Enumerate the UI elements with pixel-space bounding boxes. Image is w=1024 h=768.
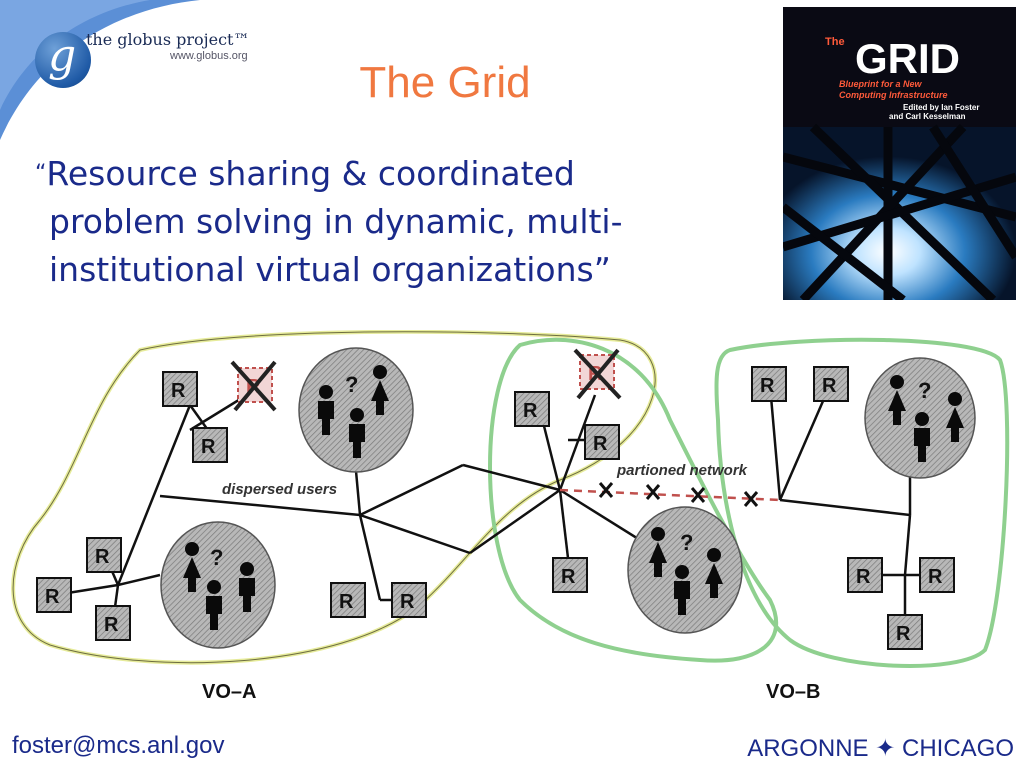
globus-logo: g the globus project™ www.globus.org <box>30 28 270 98</box>
resource-node: R <box>86 537 122 573</box>
book-subtitle-2: Computing Infrastructure <box>839 90 948 100</box>
resource-node: R <box>584 424 620 460</box>
user-group-3: ? <box>627 506 743 634</box>
resource-node: R <box>751 366 787 402</box>
resource-label: R <box>561 566 576 588</box>
book-editors-1: Edited by Ian Foster <box>903 103 979 112</box>
user-group-2: ? <box>160 521 276 649</box>
resource-label: R <box>593 433 608 455</box>
resource-node: R <box>162 371 198 407</box>
resource-label: R <box>400 591 415 613</box>
vo-b-left-outline <box>488 337 778 663</box>
resource-node: R <box>887 614 923 650</box>
resource-label: R <box>760 375 775 397</box>
partitioned-network-label: partioned network <box>616 462 748 479</box>
book-subtitle-1: Blueprint for a New <box>839 79 923 89</box>
user-group-4: ? <box>864 357 976 479</box>
book-small-title: The <box>825 36 845 48</box>
user-group-1: ? <box>298 347 414 473</box>
partitioned-link <box>559 488 781 502</box>
user-mark-4: ? <box>918 378 931 403</box>
resource-label: R <box>523 400 538 422</box>
quote-line-1: Resource sharing & coordinated <box>46 154 575 193</box>
break-mark-icon <box>690 487 706 503</box>
virtual-organizations-diagram: ? ? ? ? R R R R R R R R R R R R R R R <box>11 330 1010 702</box>
resource-label: R <box>201 436 216 458</box>
user-mark-1: ? <box>345 372 358 397</box>
quote-line-2: problem solving in dynamic, multi- <box>49 202 623 241</box>
grid-definition-quote: “Resource sharing & coordinated problem … <box>35 150 735 294</box>
resource-node: R <box>36 577 72 613</box>
vo-a-outline-inner <box>12 331 656 664</box>
globus-logo-icon <box>35 32 91 88</box>
resource-label: R <box>822 375 837 397</box>
resource-label: R <box>896 623 911 645</box>
resource-node: R <box>919 557 955 593</box>
quote-line-3: institutional virtual organizations” <box>49 250 611 289</box>
user-mark-2: ? <box>210 545 223 570</box>
resource-node: R <box>847 557 883 593</box>
quote-open-mark: “ <box>35 161 47 186</box>
vo-a-label: VO–A <box>202 681 256 702</box>
resource-node: R <box>552 557 588 593</box>
footer-email: foster@mcs.anl.gov <box>12 732 225 759</box>
book-editors-2: and Carl Kesselman <box>889 112 966 121</box>
vo-b-right-outline <box>714 337 1010 668</box>
failure-cross-icon <box>230 360 277 412</box>
failed-resource-2: R <box>573 348 622 400</box>
resource-label: R <box>104 614 119 636</box>
resource-label: R <box>339 591 354 613</box>
slide-title: The Grid <box>359 58 531 107</box>
grid-book-cover: The GRID Blueprint for a New Computing I… <box>783 7 1016 300</box>
footer-institutions: ARGONNE ✦ CHICAGO <box>747 735 1014 762</box>
failed-resource-1: R <box>230 360 277 412</box>
vo-b-label: VO–B <box>766 681 820 702</box>
resource-node: R <box>192 427 228 463</box>
resource-node: R <box>95 605 131 641</box>
resource-node: R <box>813 366 849 402</box>
break-mark-icon <box>598 482 614 498</box>
resource-label: R <box>45 586 60 608</box>
partition-break-marks <box>598 482 759 507</box>
break-mark-icon <box>645 484 661 500</box>
resource-node: R <box>391 582 427 618</box>
break-mark-icon <box>743 491 759 507</box>
resource-node: R <box>514 391 550 427</box>
resource-label: R <box>928 566 943 588</box>
dispersed-users-label: dispersed users <box>222 481 337 498</box>
failure-cross-icon <box>573 348 622 400</box>
logo-letter: g <box>48 30 77 81</box>
user-mark-3: ? <box>680 530 693 555</box>
logo-name: the globus project™ <box>86 30 250 49</box>
resource-label: R <box>95 546 110 568</box>
logo-url: www.globus.org <box>170 50 248 62</box>
resource-nodes: R R R R R R R R R R R R R R R <box>36 366 955 650</box>
resource-node: R <box>330 582 366 618</box>
resource-label: R <box>171 380 186 402</box>
resource-label: R <box>856 566 871 588</box>
book-title: GRID <box>855 35 960 82</box>
